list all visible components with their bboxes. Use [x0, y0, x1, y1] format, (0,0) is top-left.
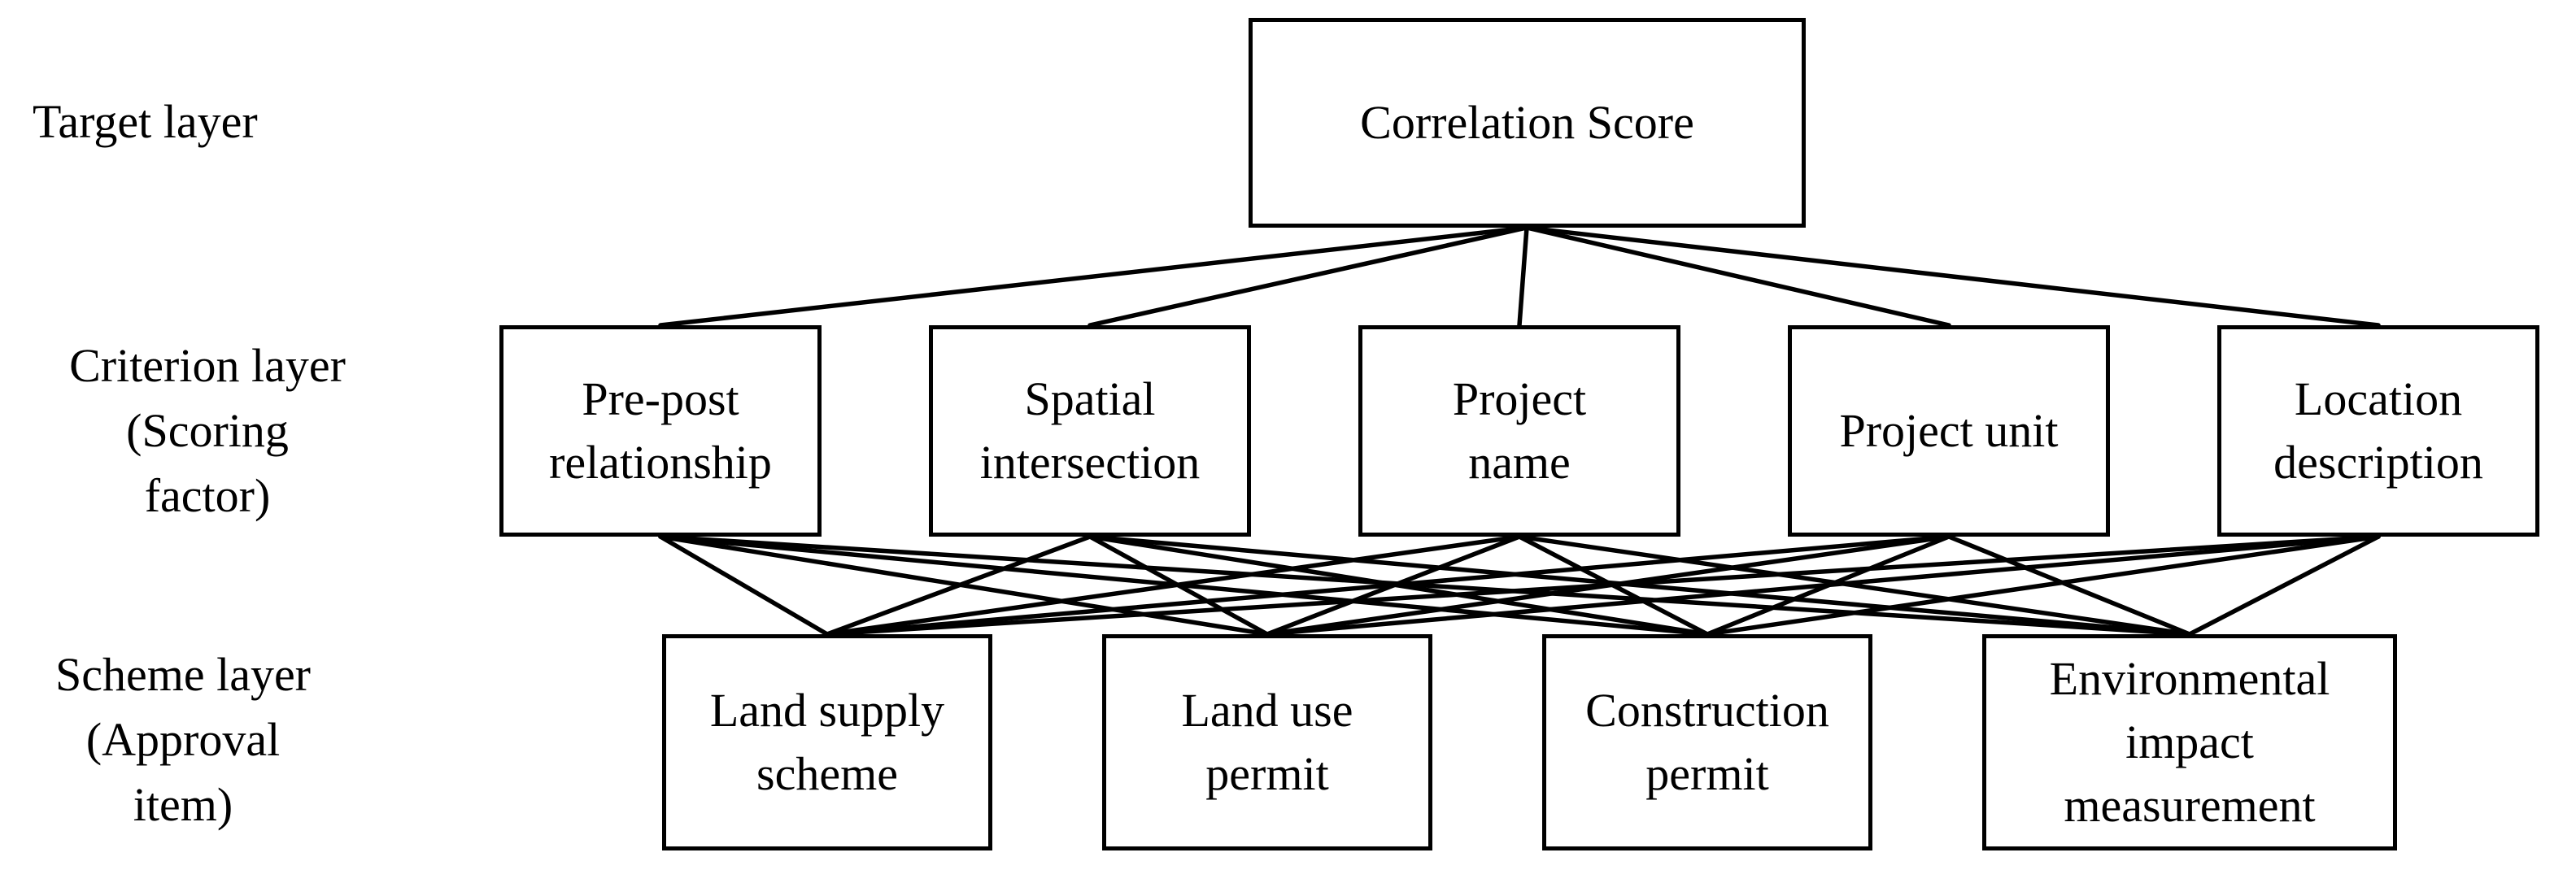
criterion-scheme-edge-4-4 — [1946, 534, 2192, 637]
scheme-node-label: Environmental impact measurement — [2049, 652, 2330, 832]
target-node: Correlation Score — [1249, 18, 1806, 228]
criterion-node-label: Pre-post relationship — [549, 372, 772, 489]
target-criterion-edge-2 — [1087, 225, 1529, 328]
target-criterion-edge-3 — [1517, 225, 1529, 328]
scheme-node-environmental-impact-measurement: Environmental impact measurement — [1982, 634, 2397, 850]
criterion-node-location-description: Location description — [2217, 325, 2539, 537]
criterion-scheme-edge-4-1 — [825, 534, 1951, 637]
criterion-node-label: Spatial intersection — [979, 372, 1201, 489]
criterion-node-label: Project name — [1452, 372, 1587, 489]
target-node-label: Correlation Score — [1360, 96, 1694, 149]
criterion-scheme-edge-2-4 — [1087, 534, 2192, 637]
criterion-node-label: Location description — [2273, 372, 2483, 489]
criterion-scheme-edge-5-3 — [1705, 534, 2381, 637]
criterion-scheme-edge-3-4 — [1517, 534, 2192, 637]
scheme-node-label: Construction permit — [1585, 684, 1829, 800]
criterion-scheme-edge-1-4 — [658, 534, 2192, 637]
criterion-layer-label: Criterion layer (Scoring factor) — [69, 339, 346, 522]
criterion-node-spatial-intersection: Spatial intersection — [929, 325, 1251, 537]
scheme-layer-label: Scheme layer (Approval item) — [54, 648, 311, 831]
criterion-node-project-unit: Project unit — [1788, 325, 2110, 537]
scheme-node-label: Land use permit — [1181, 684, 1353, 800]
criterion-node-pre-post-relationship: Pre-post relationship — [499, 325, 822, 537]
target-criterion-edge-5 — [1524, 225, 2381, 328]
criterion-scheme-edge-5-4 — [2187, 534, 2381, 637]
scheme-node-construction-permit: Construction permit — [1542, 634, 1872, 850]
criterion-node-label: Project unit — [1839, 404, 2059, 457]
target-criterion-edge-1 — [658, 225, 1529, 328]
criterion-scheme-edge-3-1 — [825, 534, 1522, 637]
scheme-node-label: Land supply scheme — [709, 684, 945, 800]
target-layer-label: Target layer — [33, 95, 258, 148]
criterion-scheme-edge-1-1 — [658, 534, 830, 637]
criterion-scheme-edge-5-1 — [825, 534, 2381, 637]
scheme-node-land-use-permit: Land use permit — [1102, 634, 1432, 850]
criterion-scheme-edge-5-2 — [1265, 534, 2381, 637]
criterion-node-project-name: Project name — [1358, 325, 1680, 537]
target-criterion-edge-4 — [1524, 225, 1951, 328]
scheme-node-land-supply-scheme: Land supply scheme — [662, 634, 992, 850]
criterion-scheme-edge-2-1 — [825, 534, 1092, 637]
